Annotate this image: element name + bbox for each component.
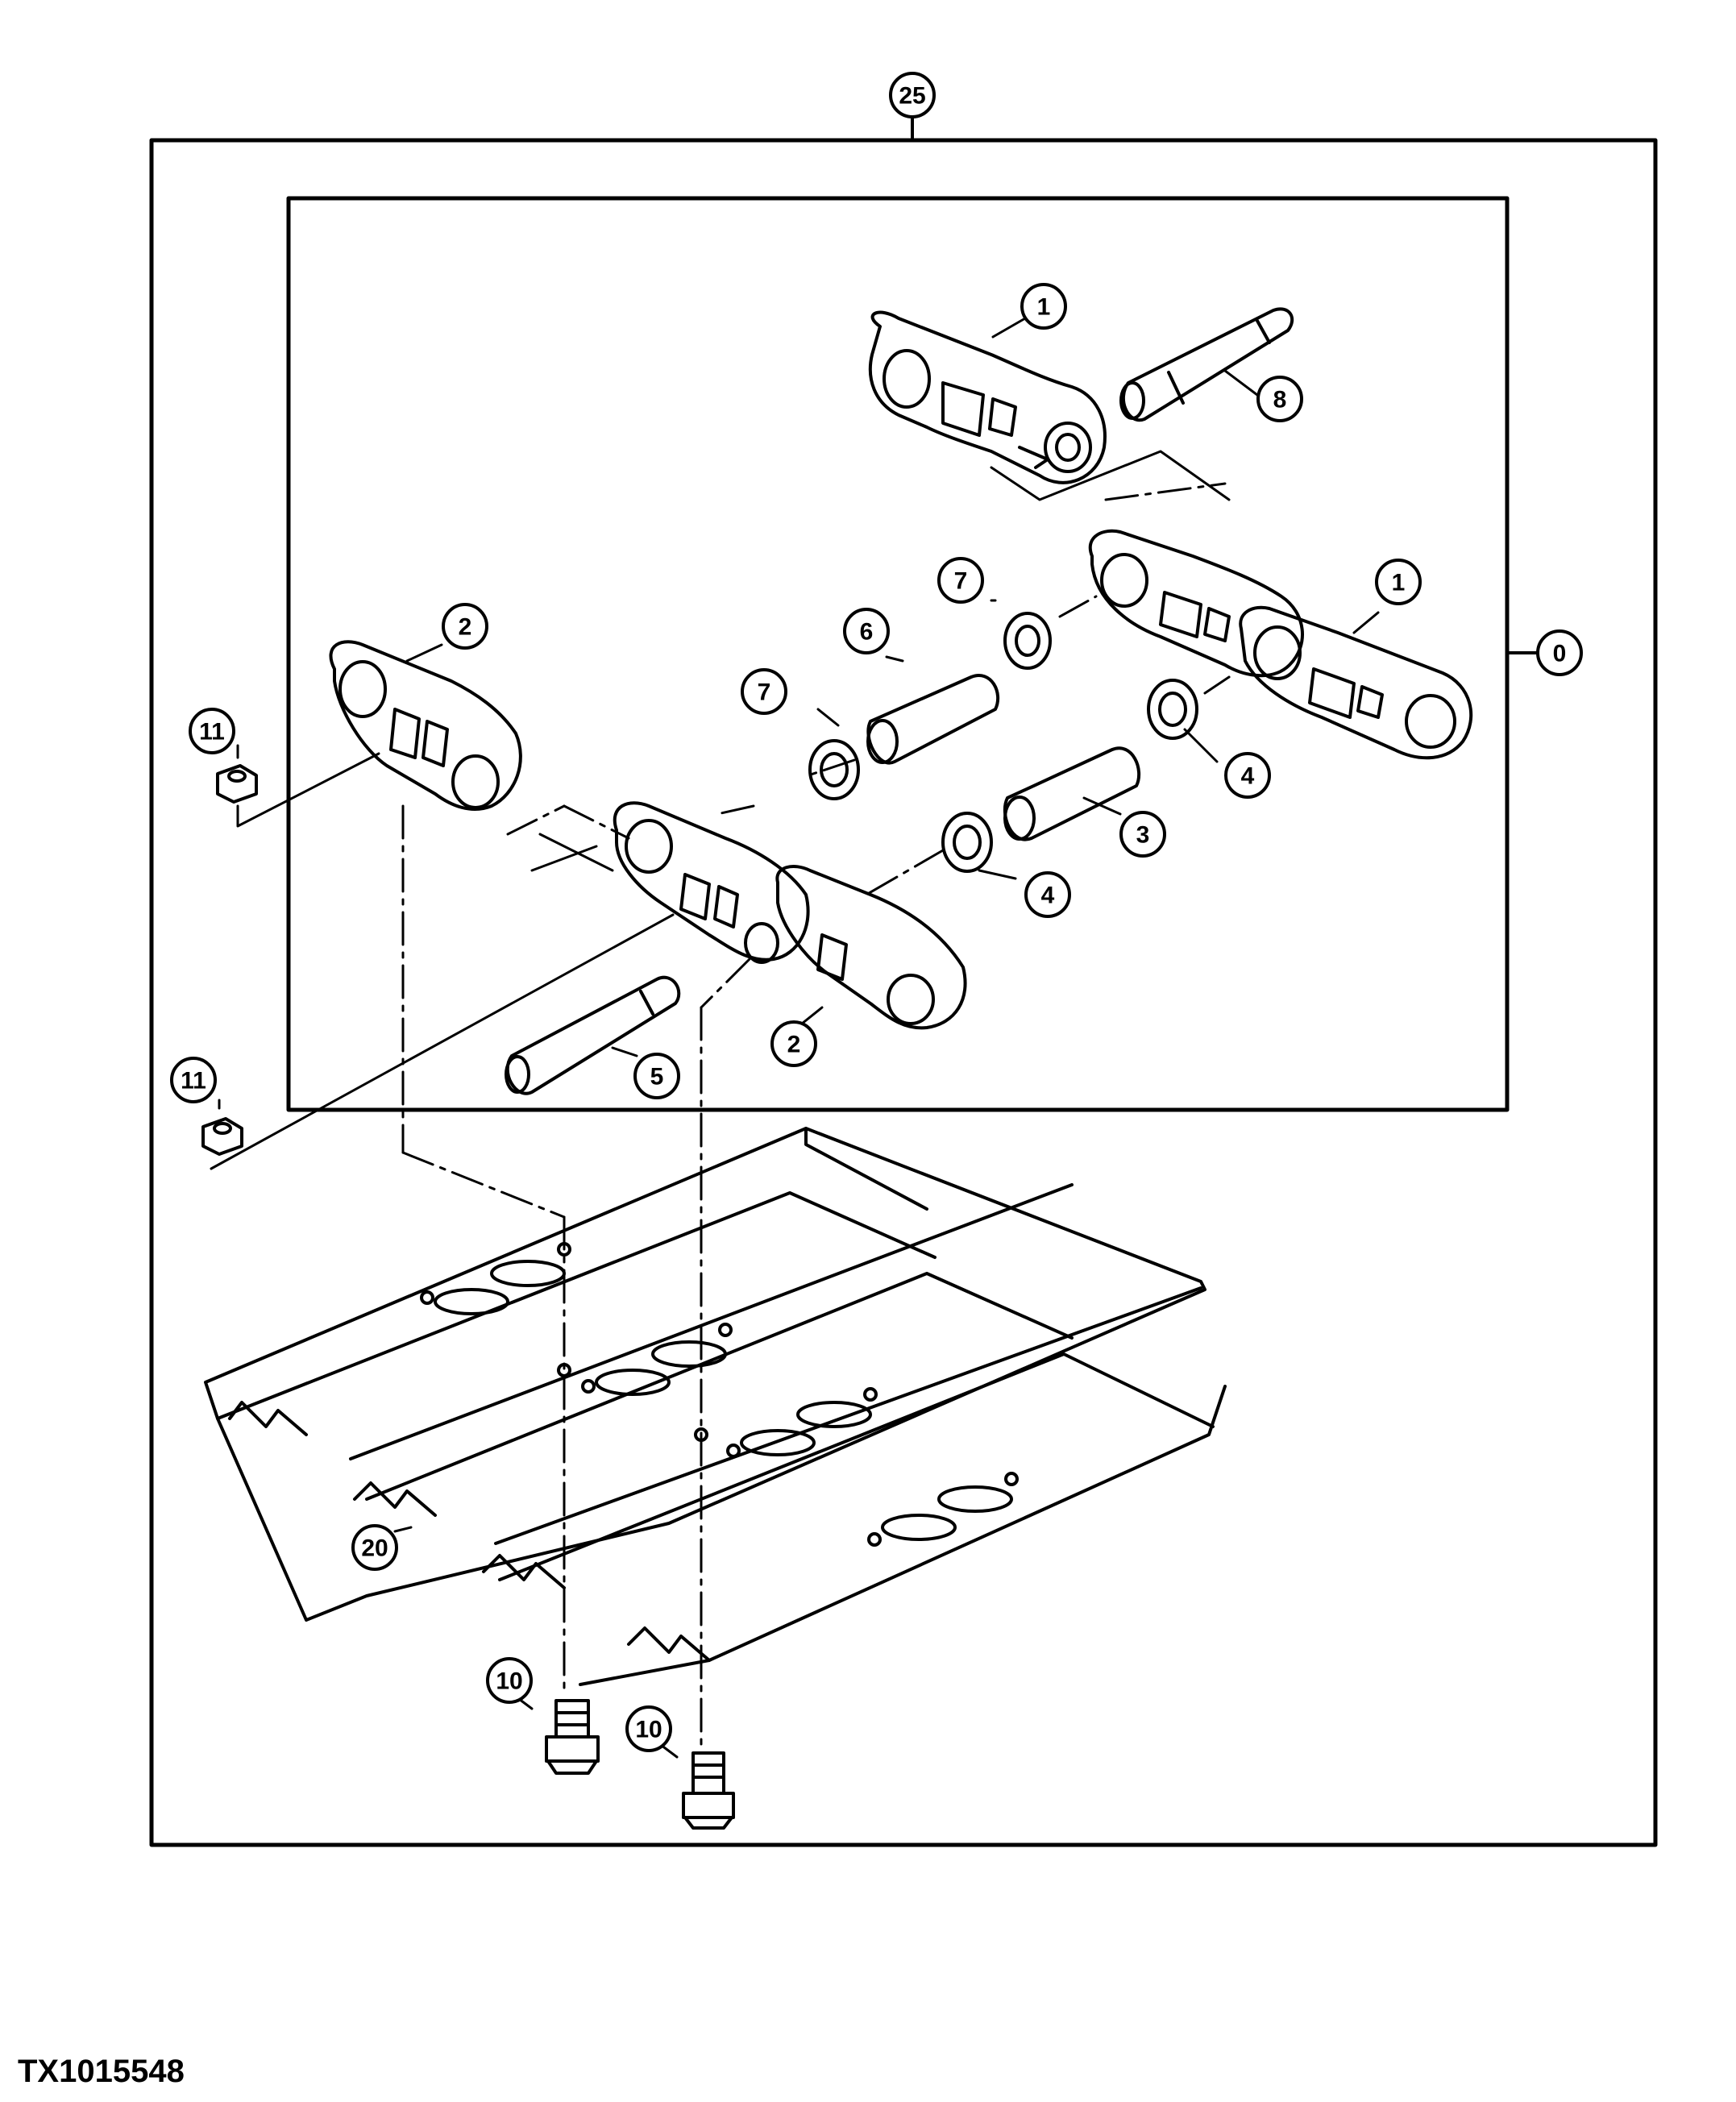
figure-id: TX1015548 (18, 2054, 185, 2089)
bolt-10-right (682, 1751, 735, 1830)
svg-text:7: 7 (954, 568, 968, 595)
track-link-top (868, 310, 1107, 484)
track-link-right-a (1088, 529, 1304, 678)
callout-5: 5 (633, 1053, 680, 1099)
callout-7-right: 7 (937, 557, 984, 604)
svg-text:2: 2 (459, 614, 472, 641)
bushing-6 (866, 674, 1000, 765)
callouts: 25 0 1 8 1 2 7 6 7 4 3 4 5 2 11 11 20 10… (170, 72, 1583, 1752)
callout-7-left: 7 (741, 668, 787, 715)
callout-20: 20 (351, 1524, 398, 1571)
callout-25: 25 (889, 72, 936, 118)
pointer-lines (210, 450, 1231, 1170)
callout-8: 8 (1256, 376, 1303, 422)
seal-7-left (808, 739, 860, 800)
svg-text:11: 11 (181, 1068, 206, 1095)
svg-text:10: 10 (496, 1668, 522, 1695)
svg-text:6: 6 (860, 619, 874, 646)
callout-3: 3 (1119, 811, 1166, 858)
svg-text:0: 0 (1553, 641, 1567, 667)
track-link-left (329, 640, 522, 811)
callout-1-right: 1 (1375, 559, 1422, 605)
track-link-center-b (744, 865, 967, 1030)
outer-assembly-frame (149, 138, 1658, 1847)
svg-text:2: 2 (787, 1032, 801, 1058)
callout-4-left: 4 (1024, 871, 1071, 918)
leader-lines (218, 317, 1380, 1759)
svg-text:25: 25 (899, 83, 925, 110)
svg-text:7: 7 (758, 679, 771, 706)
callout-10-right: 10 (625, 1705, 672, 1752)
callout-0: 0 (1536, 629, 1583, 676)
seal-7-right (1003, 612, 1052, 670)
svg-text:4: 4 (1241, 763, 1255, 790)
track-link-right-b (1239, 605, 1473, 760)
svg-text:1: 1 (1037, 294, 1051, 321)
svg-text:5: 5 (650, 1064, 664, 1090)
svg-text:8: 8 (1273, 387, 1287, 413)
callout-2-bottom: 2 (770, 1020, 817, 1067)
callout-4-right: 4 (1224, 752, 1271, 799)
svg-text:11: 11 (199, 719, 225, 746)
svg-text:4: 4 (1041, 883, 1055, 909)
svg-text:1: 1 (1392, 570, 1406, 596)
callout-11-top: 11 (189, 708, 235, 754)
track-shoes (204, 1127, 1227, 1686)
seal-4-right (1147, 679, 1198, 740)
callout-11-bottom: 11 (170, 1057, 217, 1103)
assembly-lines (401, 482, 1231, 1751)
pin-5 (505, 975, 681, 1095)
bolt-10-left (545, 1699, 600, 1775)
track-link-center-a (613, 801, 810, 962)
seal-4-left (941, 812, 993, 873)
svg-text:10: 10 (635, 1717, 662, 1743)
callout-2-left: 2 (442, 603, 488, 650)
svg-text:3: 3 (1136, 822, 1150, 849)
callout-1-top: 1 (1020, 283, 1067, 330)
inner-chain-frame (286, 196, 1510, 1112)
svg-text:20: 20 (361, 1535, 388, 1562)
nut-11-bottom (201, 1117, 243, 1156)
pin-8 (1119, 307, 1294, 422)
callout-10-left: 10 (486, 1657, 533, 1704)
nut-11-top (216, 764, 258, 804)
callout-6: 6 (843, 608, 890, 654)
bushing-3 (1003, 746, 1141, 841)
